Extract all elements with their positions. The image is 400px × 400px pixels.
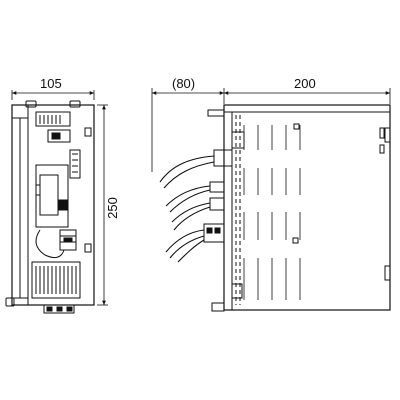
- width-dimension-label: 105: [40, 76, 62, 91]
- side-view: [203, 104, 391, 312]
- front-view: [5, 100, 95, 314]
- cable-bundle: [159, 155, 215, 263]
- dimension-lines: [11, 88, 391, 306]
- front-bottom-vents: [31, 261, 81, 299]
- body-depth-dimension-label: 200: [294, 76, 316, 91]
- cable-depth-dimension-label: (80): [172, 76, 195, 91]
- side-vents: [243, 125, 301, 300]
- height-dimension-label: 250: [105, 197, 120, 219]
- front-top-vents: [35, 111, 71, 127]
